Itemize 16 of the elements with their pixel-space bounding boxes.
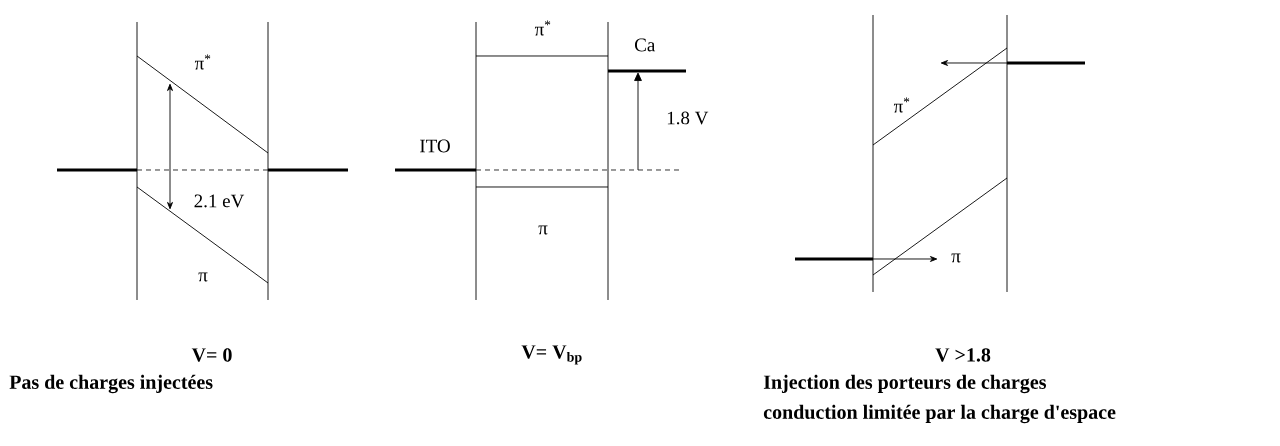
band-label: Ca [635,38,656,52]
band-label: 2.1 eV [194,194,245,208]
caption: Injection des porteurs de charges [763,374,1046,394]
band-label: π$^{*}$ [194,54,211,70]
band-label: ITO [420,139,450,153]
band-label: π [538,225,548,235]
band-label: π$^{*}$ [534,20,551,36]
band-label: 1.8 V [667,111,709,125]
caption: V= V$_{bp}$ [521,345,582,365]
band-label: π [198,272,208,282]
caption: Pas de charges injectées [9,374,213,394]
caption: V= 0 [191,348,232,362]
caption: V >1.8 [935,348,991,362]
caption: conduction limitée par la charge d'espace [763,404,1116,424]
band-label: π [951,253,961,263]
band-label: π$^{*}$ [893,97,910,113]
